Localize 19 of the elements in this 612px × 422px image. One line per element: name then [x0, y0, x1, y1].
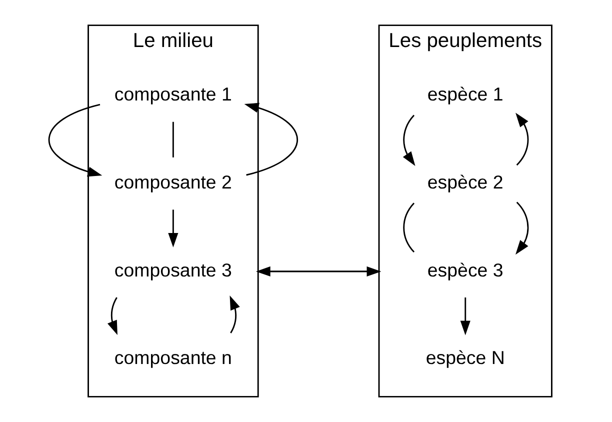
node-text: espèce 2	[427, 172, 504, 193]
node-text: espèce 1	[427, 84, 504, 105]
node-text: composante 1	[114, 84, 232, 105]
arrow	[516, 202, 529, 255]
arrow	[168, 210, 178, 248]
arrow	[230, 295, 240, 334]
node-text: composante 2	[114, 172, 232, 193]
arrow	[402, 114, 416, 166]
arrow	[48, 104, 102, 177]
arrow	[107, 297, 118, 336]
node-text: espèce 3	[427, 259, 504, 280]
arrow	[516, 112, 529, 166]
connector	[172, 122, 174, 158]
node-text: espèce N	[426, 347, 505, 368]
node-text: composante n	[114, 347, 232, 368]
connector	[403, 202, 415, 252]
node-text: composante 3	[114, 259, 232, 280]
arrow	[460, 297, 470, 336]
arrow	[244, 102, 298, 176]
